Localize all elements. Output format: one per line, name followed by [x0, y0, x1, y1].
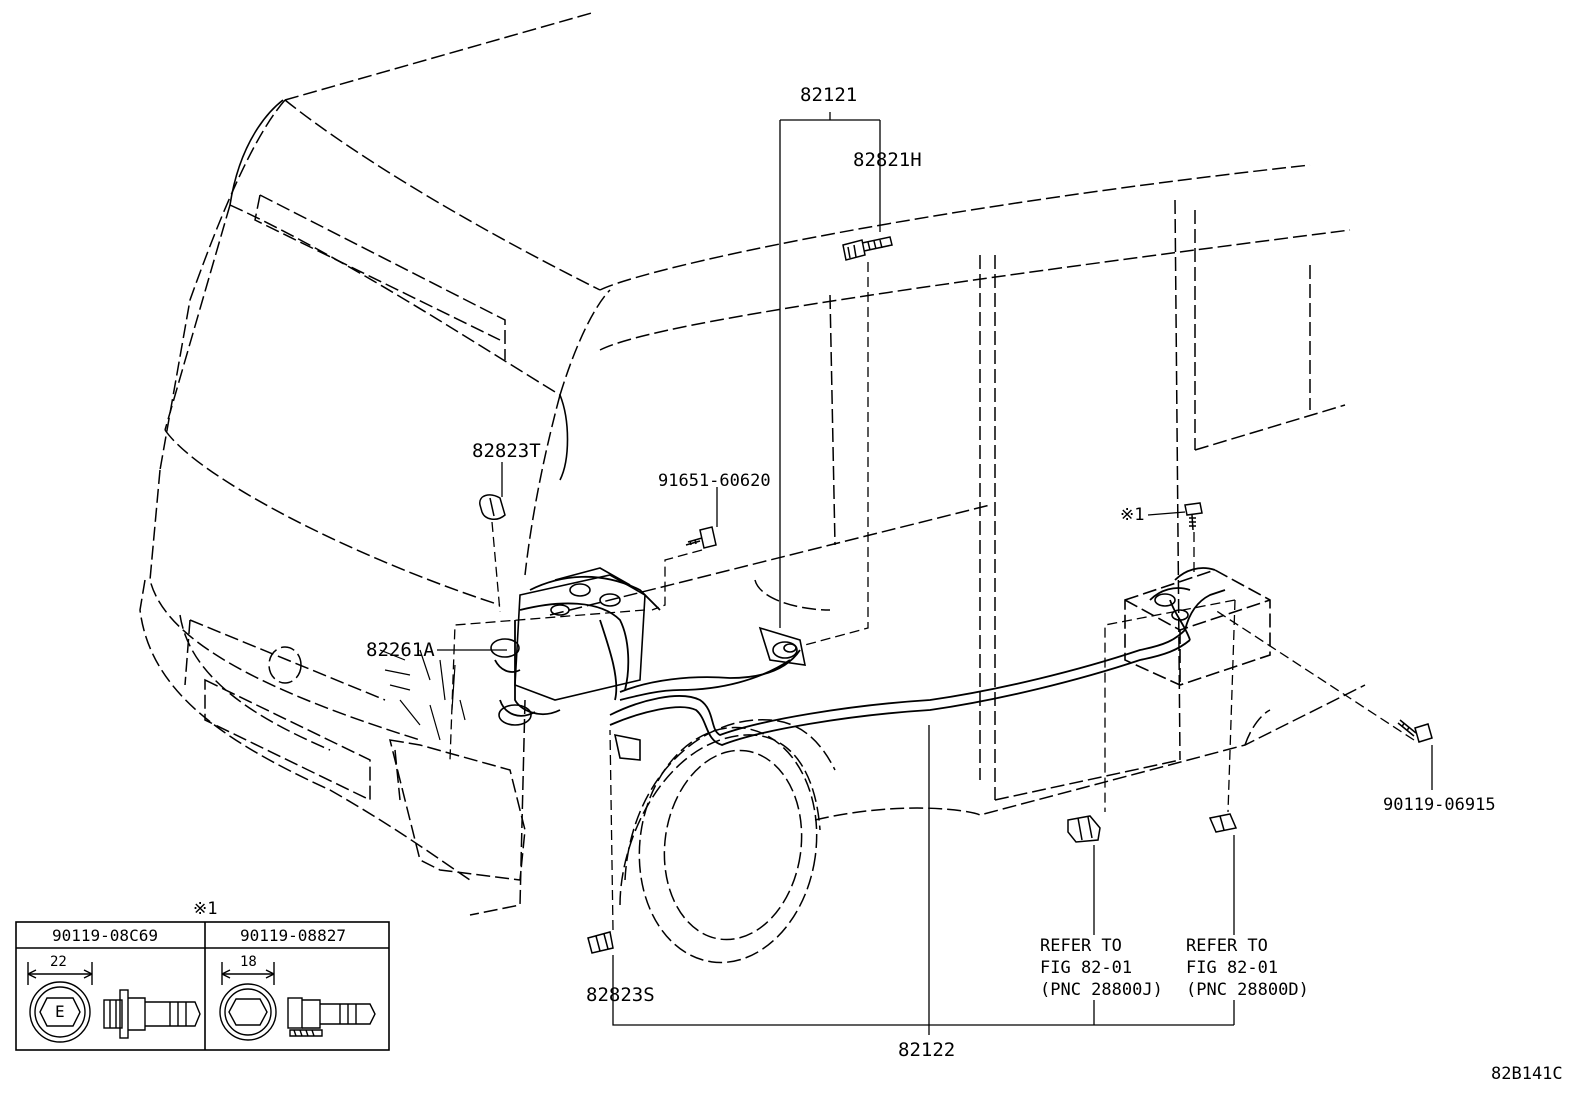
label-91651-60620: 91651-60620: [658, 471, 771, 491]
bolt-note1: [1184, 502, 1203, 531]
inset-table: [15, 921, 390, 1051]
bolt-91651: [685, 526, 717, 549]
nut-e-drawing: [27, 962, 201, 1043]
clip-82823s: [587, 931, 614, 954]
leader-lines-dashed: [449, 262, 1415, 931]
leader-lines-solid: [437, 112, 1433, 1035]
figure-code: 82B141C: [1491, 1064, 1563, 1084]
clip-82823t: [479, 494, 506, 520]
inset-col2-part: 90119-08827: [240, 926, 346, 945]
clip-28800d: [1208, 813, 1238, 833]
inset-note-mark: ※1: [193, 899, 218, 919]
wire-harness: [494, 567, 1226, 746]
label-82261a: 82261A: [366, 639, 435, 661]
label-90119-06915: 90119-06915: [1383, 795, 1496, 815]
refer-line-1: REFER TO: [1040, 936, 1122, 956]
label-82823t: 82823T: [472, 440, 541, 462]
vehicle-outline: [139, 11, 1366, 964]
inset-col2-dim: 18: [240, 954, 257, 970]
connector-blocks: [490, 567, 1271, 761]
bolt-82821h: [842, 236, 893, 261]
label-note1: ※1: [1120, 505, 1145, 525]
label-82122: 82122: [898, 1039, 956, 1061]
inset-col1-part: 90119-08C69: [52, 926, 158, 945]
refer-line-2: FIG 82-01: [1186, 958, 1279, 978]
label-82121: 82121: [800, 84, 858, 106]
label-82823s: 82823S: [586, 984, 655, 1006]
inset-col1-dim: 22: [50, 954, 67, 970]
clip-28800j: [1067, 815, 1101, 843]
bolt-90119-06915: [1397, 719, 1433, 743]
label-82821h: 82821H: [853, 149, 922, 171]
nut-drawing: [219, 962, 376, 1041]
refer-line-1: REFER TO: [1186, 936, 1268, 956]
hood-lines: [229, 99, 569, 481]
headlamp-hatch: [379, 649, 466, 741]
refer-line-2: FIG 82-01: [1040, 958, 1133, 978]
inset-col1-letter: E: [55, 1002, 65, 1021]
refer-line-3: (PNC 28800J): [1040, 980, 1163, 1000]
refer-line-3: (PNC 28800D): [1186, 980, 1309, 1000]
